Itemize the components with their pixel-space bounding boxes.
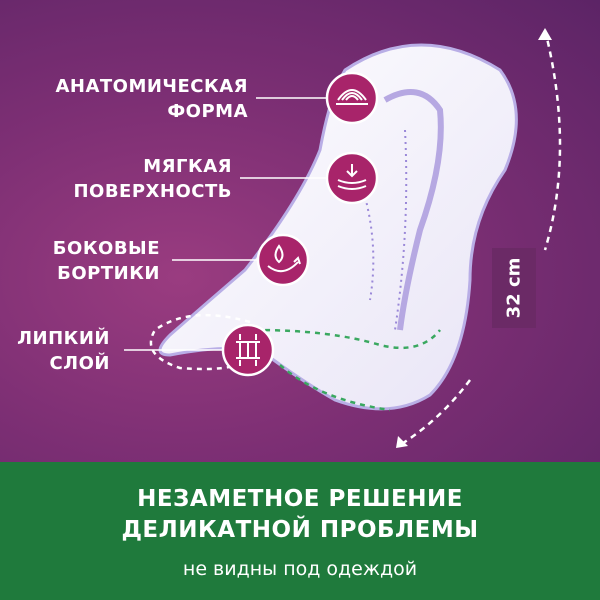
anatomical-shape-icon <box>325 71 379 125</box>
banner-headline: НЕЗАМЕТНОЕ РЕШЕНИЕ ДЕЛИКАТНОЙ ПРОБЛЕМЫ <box>121 486 479 543</box>
pad-channel <box>383 89 444 331</box>
feature-label-adhesive: ЛИПКИЙ СЛОЙ <box>17 328 110 374</box>
bottom-banner: НЕЗАМЕТНОЕ РЕШЕНИЕ ДЕЛИКАТНОЙ ПРОБЛЕМЫ н… <box>0 462 600 600</box>
adhesive-outline-green <box>254 328 441 412</box>
banner-subtitle: не видны под одеждой <box>182 558 418 580</box>
soft-surface-icon <box>325 151 379 205</box>
feature-label-side-barriers: БОКОВЫЕ БОРТИКИ <box>52 238 160 284</box>
product-illustration <box>149 29 562 447</box>
adhesive-layer-icon <box>221 323 275 377</box>
adhesive-outline <box>149 313 251 371</box>
side-barriers-icon <box>256 233 310 287</box>
feature-label-anatomical: АНАТОМИЧЕСКАЯ ФОРМА <box>55 76 248 122</box>
size-badge: 32 cm <box>492 248 536 328</box>
length-arrow <box>399 29 562 447</box>
feature-label-soft-surface: МЯГКАЯ ПОВЕРХНОСТЬ <box>73 156 232 202</box>
